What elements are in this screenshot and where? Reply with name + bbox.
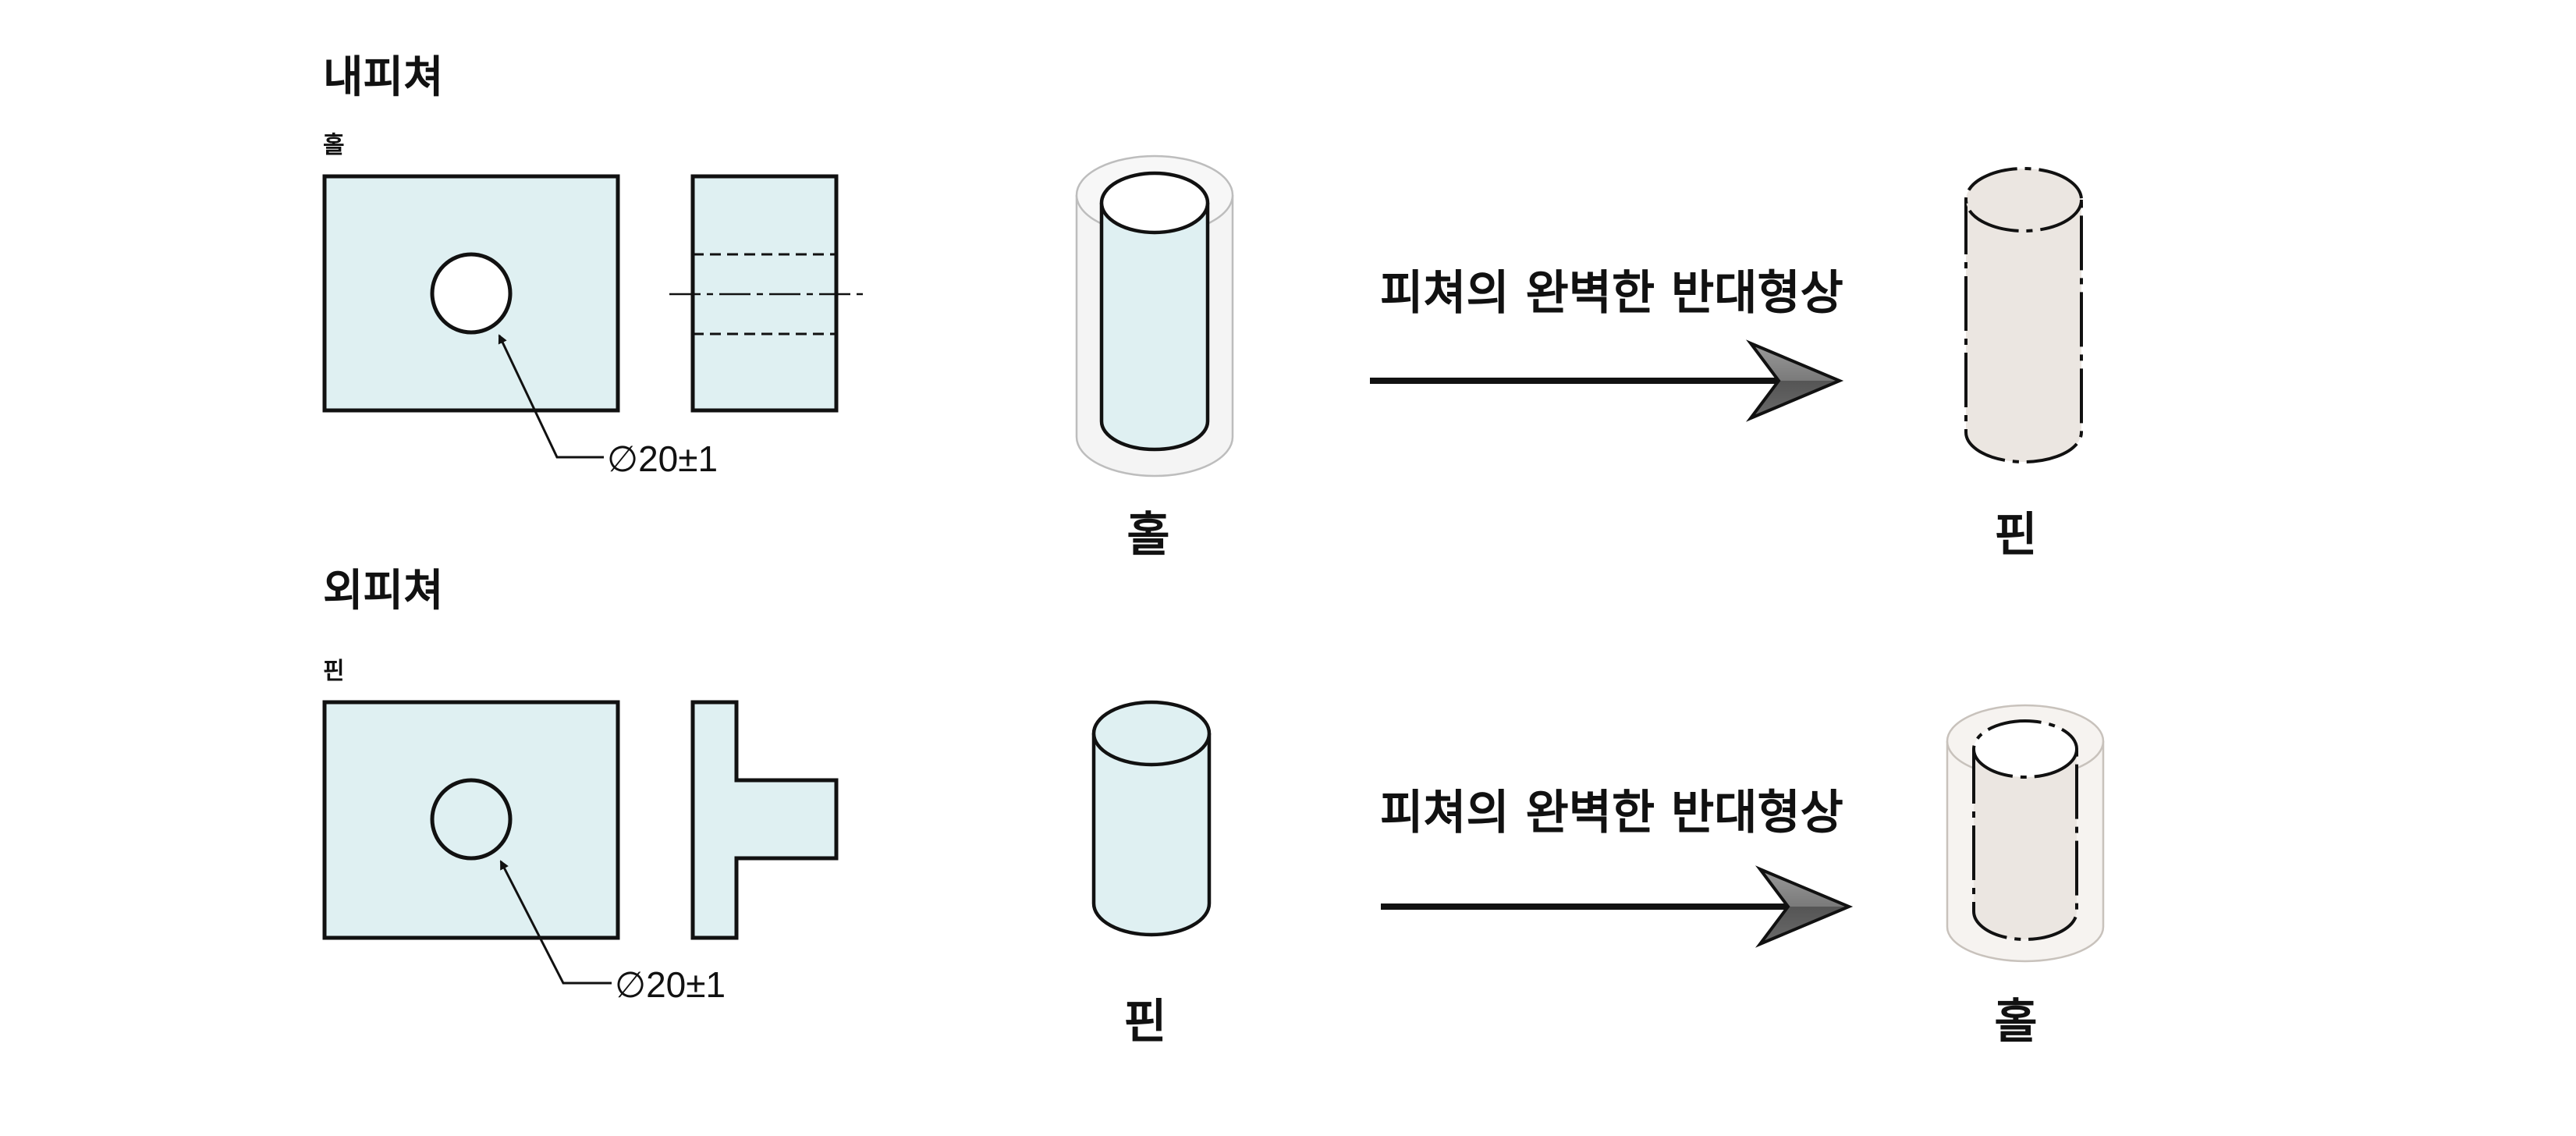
external-dimension-text: ∅20±1 <box>615 964 726 1005</box>
external-feature-subtitle: 핀 <box>323 658 345 685</box>
external-side-view <box>690 700 839 940</box>
external-pin-solid <box>1091 700 1212 937</box>
internal-result-caption: 핀 <box>1994 508 2037 563</box>
external-solid-caption: 핀 <box>1123 995 1166 1049</box>
external-result-caption: 홀 <box>1994 995 2037 1049</box>
internal-transform-arrow <box>1370 339 1844 422</box>
pin-circle <box>430 778 513 861</box>
internal-feature-section: 내피쳐 홀 ∅20±1 홀 피쳐의 완벽한 반대형상 <box>322 52 2083 563</box>
internal-solid-caption: 홀 <box>1127 508 1169 563</box>
internal-front-view <box>322 174 620 413</box>
internal-dimension-text: ∅20±1 <box>607 438 718 479</box>
external-result-hole <box>1946 704 2105 963</box>
internal-feature-title: 내피쳐 <box>323 52 444 103</box>
hole-circle <box>430 252 513 335</box>
external-arrow-label: 피쳐의 완벽한 반대형상 <box>1380 786 1843 840</box>
external-transform-arrow <box>1381 865 1854 948</box>
external-front-view <box>322 700 620 940</box>
external-feature-section: 외피쳐 핀 ∅20±1 핀 피쳐의 완벽한 반대형상 <box>322 566 2105 1049</box>
external-dimension-callout: ∅20±1 <box>499 860 726 1005</box>
internal-feature-subtitle: 홀 <box>323 132 345 159</box>
internal-side-view <box>669 174 863 413</box>
internal-result-pin <box>1964 167 2083 463</box>
internal-dimension-callout: ∅20±1 <box>498 334 718 479</box>
internal-hole-solid <box>1075 154 1234 477</box>
internal-arrow-label: 피쳐의 완벽한 반대형상 <box>1380 266 1843 321</box>
external-feature-title: 외피쳐 <box>323 566 444 616</box>
